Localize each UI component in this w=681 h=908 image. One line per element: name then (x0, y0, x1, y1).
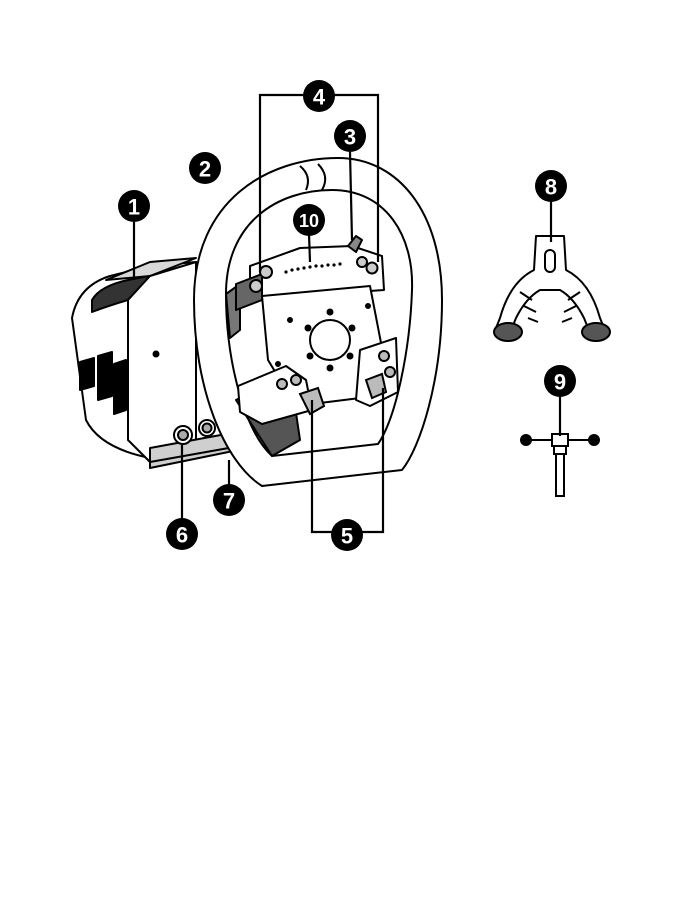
callout-1-label: 1 (128, 195, 140, 220)
callout-8-label: 8 (545, 175, 557, 200)
callout-2: 2 (189, 152, 221, 184)
callout-7: 7 (213, 484, 245, 516)
callout-10-label: 10 (299, 211, 319, 231)
callout-3: 3 (334, 120, 366, 152)
callout-9: 9 (544, 365, 576, 397)
callout-4: 4 (303, 80, 335, 112)
callout-6: 6 (166, 518, 198, 550)
callout-9-label: 9 (554, 370, 566, 395)
mounting-screw (521, 434, 599, 496)
callout-7-label: 7 (223, 489, 235, 514)
callout-4-label: 4 (313, 85, 326, 110)
callout-1: 1 (118, 190, 150, 222)
callout-2-label: 2 (199, 157, 211, 182)
callout-8: 8 (535, 170, 567, 202)
callout-10: 10 (293, 204, 325, 236)
callout-5-label: 5 (341, 524, 353, 549)
table-clamp (494, 236, 610, 341)
callout-5: 5 (331, 519, 363, 551)
callout-3-label: 3 (344, 125, 356, 150)
callout-6-label: 6 (176, 523, 188, 548)
